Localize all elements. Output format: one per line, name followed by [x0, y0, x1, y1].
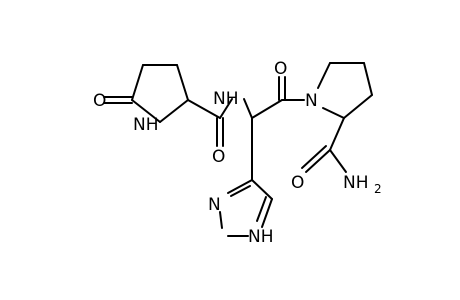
atom-nh-amide: NH: [213, 89, 239, 109]
atom-nh2-terminal: NH: [343, 173, 369, 193]
bond: [251, 99, 283, 119]
bond: [243, 98, 253, 119]
bond: [322, 107, 345, 119]
double-bond: [301, 145, 327, 169]
bond: [329, 149, 347, 173]
bond: [219, 98, 233, 119]
bond: [363, 62, 373, 96]
bond: [251, 179, 273, 200]
bond: [187, 99, 221, 119]
bond: [131, 99, 161, 123]
bond: [227, 179, 253, 194]
bond: [176, 64, 189, 101]
atom-o-amide-2: O: [274, 59, 287, 79]
bond: [329, 117, 345, 151]
bond: [261, 198, 273, 228]
bond: [305, 149, 331, 173]
atom-nh-ring: NH: [133, 115, 159, 135]
double-bond: [230, 185, 251, 197]
atom-o-pyroglutamyl: O: [93, 91, 106, 111]
imidazole-ring: [219, 179, 273, 237]
atom-o-amide-1: O: [212, 147, 225, 167]
atom-o-terminal: O: [291, 173, 304, 193]
bond: [159, 99, 189, 123]
atom-n-imidazole: N: [208, 195, 221, 215]
histidyl-backbone: [243, 76, 305, 181]
atom-n-prolyl: N: [305, 91, 318, 111]
prolyl-ring: [301, 62, 373, 173]
atom-nh-imidazole: NH: [248, 227, 274, 247]
pyroglutamyl-ring: [103, 64, 189, 123]
bond: [131, 64, 144, 101]
bond: [343, 94, 373, 119]
bond: [219, 211, 223, 229]
amide-linkage-1: [187, 98, 233, 147]
double-bond: [256, 196, 267, 222]
atom-nh2-subscript: 2: [374, 182, 382, 196]
bond: [317, 62, 331, 89]
